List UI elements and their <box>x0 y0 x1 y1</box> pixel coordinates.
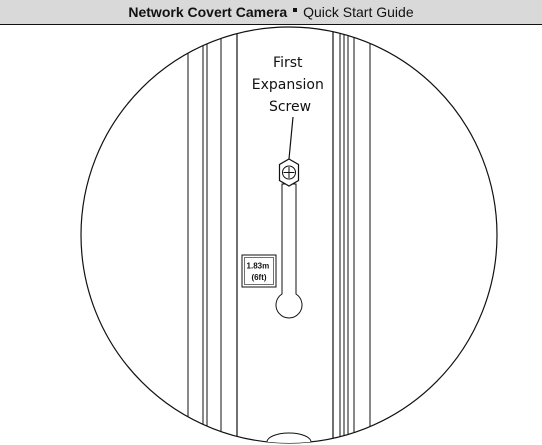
callout-line: Screw <box>269 99 311 115</box>
header-separator <box>293 8 298 12</box>
dimension-line: (6ft) <box>251 273 266 282</box>
dimension-line: 1.83m <box>247 262 270 271</box>
page-header: Network Covert Camera Quick Start Guide <box>0 0 542 24</box>
callout-line: First <box>273 55 303 71</box>
dimension-box-inner <box>244 257 274 285</box>
wall-strip <box>187 27 371 443</box>
dimension-box <box>241 254 277 288</box>
callout-leader-line <box>288 116 294 160</box>
screw-callout-label: First Expansion Screw <box>252 55 329 115</box>
dimension-label: 1.83m (6ft) <box>247 262 272 283</box>
cable-slot <box>275 183 303 319</box>
header-product-name: Network Covert Camera <box>128 4 288 20</box>
header-guide-name: Quick Start Guide <box>303 4 414 20</box>
header-rule <box>0 24 542 25</box>
callout-line: Expansion <box>252 77 324 93</box>
